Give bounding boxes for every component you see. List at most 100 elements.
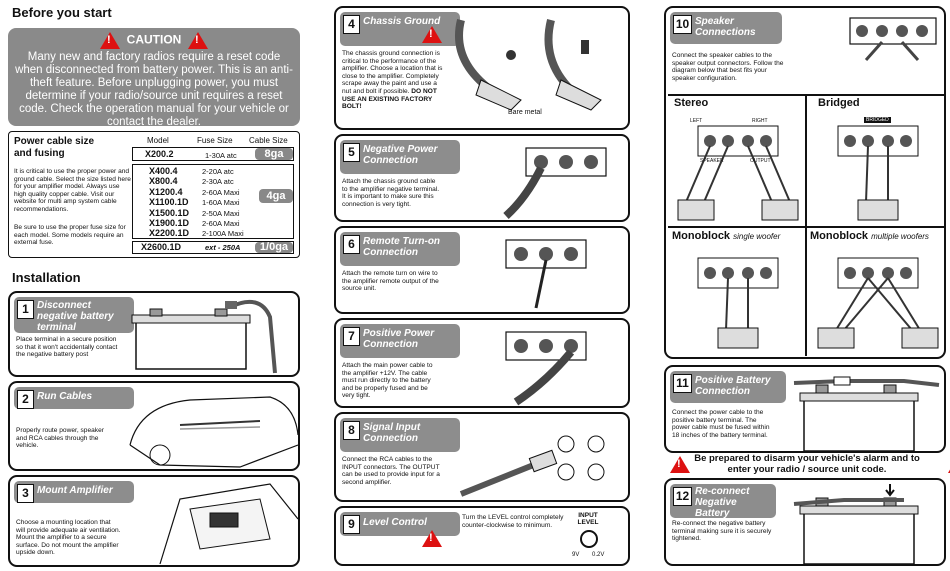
header-fuse: Fuse Size [197, 136, 233, 145]
step-desc: Place terminal in a secure position so t… [16, 336, 118, 359]
model: X400.4 [149, 166, 178, 176]
fuse: ext - 250A [205, 243, 241, 252]
model: X200.2 [145, 149, 174, 159]
alarm-warning: Be prepared to disarm your vehicle's ala… [668, 453, 950, 477]
warning-icon [948, 456, 950, 474]
input-level-label: INPUT LEVEL [577, 512, 599, 526]
step-warning: DO NOT USE AN EXISTING FACTORY BOLT! [342, 87, 437, 111]
stereo-heading: Stereo [674, 97, 709, 109]
level-knob-icon [580, 530, 598, 548]
model: X1200.4 [149, 186, 183, 197]
chassis-ground-illustration [455, 19, 602, 111]
fuse: 2-50A Maxi [202, 208, 240, 218]
gauge-1-0ga: 1/0ga [255, 242, 293, 253]
step-number: 5 [343, 143, 360, 162]
step-title: Disconnect negative battery terminal [37, 300, 114, 333]
speaker-label: SPEAKER [700, 158, 724, 164]
model: X2600.1D [141, 242, 182, 252]
fuse: 2-30A atc [202, 177, 234, 187]
fuse: 2-60A Maxi [202, 187, 240, 197]
step-desc: Connect the RCA cables to the INPUT conn… [342, 456, 440, 486]
reconnect-battery-illustration [793, 484, 919, 564]
step-title: Re-connect Negative Battery Terminal [695, 486, 750, 530]
car-cables-illustration [129, 396, 298, 468]
group-8ga [132, 147, 294, 161]
monoblock-sub: single woofer [733, 232, 781, 241]
bare-metal-label: Bare metal [508, 109, 542, 116]
caution-title: CAUTION [126, 32, 182, 47]
bridged-heading: Bridged [818, 97, 860, 109]
step-desc: Re-connect the negative battery terminal… [672, 520, 772, 543]
monoblock-heading: Monoblock [810, 230, 869, 242]
warning-icon [422, 26, 442, 44]
battery-illustration [131, 299, 277, 374]
bridged-diagram [837, 125, 919, 221]
step-number: 9 [343, 515, 360, 534]
step-title: Run Cables [37, 391, 93, 402]
step-title: Mount Amplifier [37, 485, 113, 496]
fuse: 1-30A atc [205, 151, 237, 160]
monoblock-single-diagram [697, 257, 779, 349]
caution-text: Many new and factory radios require a re… [15, 51, 293, 128]
monoblock-sub: multiple woofers [871, 232, 929, 241]
step-desc: Choose a mounting location that will pro… [16, 519, 121, 557]
gauge-4ga: 4ga [259, 189, 293, 203]
model: X800.4 [149, 176, 178, 187]
before-you-start-heading: Before you start [12, 5, 112, 20]
step-title: Remote Turn-on Connection [363, 236, 441, 258]
gauge-8ga: 8ga [255, 148, 293, 160]
model: X2200.1D [149, 228, 190, 239]
warning-icon [422, 530, 442, 548]
positive-battery-illustration [793, 376, 940, 451]
fuse: 1-60A Maxi [202, 198, 240, 208]
level-min: 9V [572, 552, 580, 558]
step-desc: Properly route power, speaker and RCA ca… [16, 427, 104, 450]
model: X1900.1D [149, 218, 190, 229]
step-desc: Attach the main power cable to the ampli… [342, 362, 433, 400]
cable-fuse-box: Power cable size and fusing It is critic… [8, 131, 300, 258]
step-desc: Attach the chassis ground cable to the a… [342, 178, 440, 208]
remote-turn-on-illustration [505, 239, 587, 309]
model: X1500.1D [149, 207, 190, 218]
group-4ga [132, 164, 294, 239]
warning-icon [670, 456, 690, 474]
step-title: Positive Power Connection [363, 328, 435, 350]
trunk-amplifier-illustration [159, 483, 298, 565]
step-title: Speaker Connections [695, 16, 756, 38]
step-title: Level Control [363, 517, 427, 528]
cable-paragraph-1: It is critical to use the proper power a… [14, 168, 131, 213]
step-number: 11 [673, 374, 692, 393]
installation-heading: Installation [12, 270, 81, 285]
header-model: Model [147, 136, 169, 145]
step-title: Positive Battery Connection [695, 375, 771, 397]
step-number: 4 [343, 15, 360, 34]
fuse: 2-60A Maxi [202, 219, 240, 229]
step-title: Negative Power Connection [363, 144, 438, 166]
positive-power-illustration [505, 331, 587, 406]
monoblock-multiple-diagram [817, 257, 939, 349]
step-desc: Turn the LEVEL control completely counte… [462, 514, 564, 529]
stereo-diagram [677, 125, 799, 221]
rca-input-illustration [459, 435, 605, 497]
caution-box: CAUTION Many new and factory radios requ… [8, 28, 300, 128]
step-number: 8 [343, 421, 360, 440]
right-label: RIGHT [752, 118, 768, 124]
step-number: 2 [17, 390, 34, 409]
step-number: 3 [17, 484, 34, 503]
group-1-0ga [132, 241, 294, 254]
step-desc: Connect the speaker cables to the speake… [672, 52, 784, 82]
left-label: LEFT [690, 118, 703, 124]
cable-title: Power cable size and fusing [14, 136, 95, 159]
header-cable: Cable Size [249, 136, 288, 145]
cable-paragraph-2: Be sure to use the proper fuse size for … [14, 224, 126, 247]
